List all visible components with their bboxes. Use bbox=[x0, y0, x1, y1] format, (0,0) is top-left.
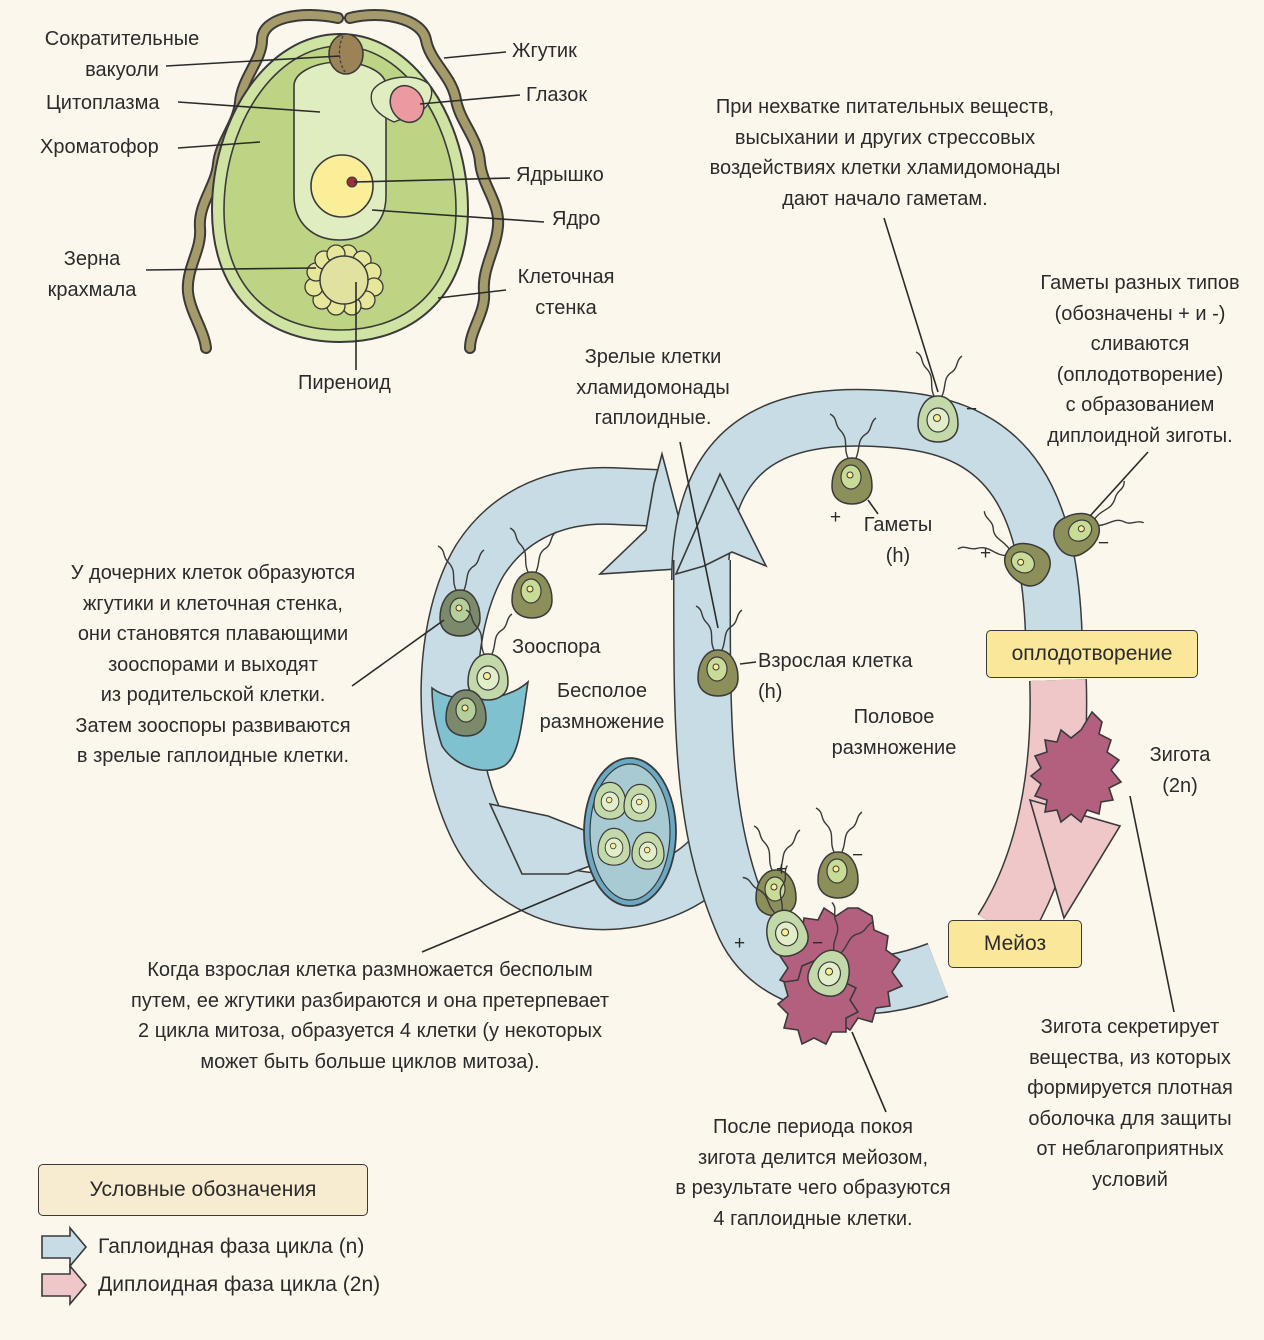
meiosis-minus-sign-1: − bbox=[852, 845, 864, 866]
note-mature-haploid: Зрелые клетки хламидомонады гаплоидные. bbox=[576, 346, 730, 429]
legend-title-box: Условные обозначения bbox=[38, 1164, 368, 1216]
note-zygote-meiosis: После периода покоя зигота делится мейоз… bbox=[675, 1116, 951, 1230]
label-nucleus: Ядро bbox=[552, 208, 601, 230]
label-cell-wall: Клеточная стенка bbox=[517, 266, 615, 319]
label-chromatophore: Хроматофор bbox=[40, 136, 159, 158]
note-gametes-fuse: Гаметы разных типов (обозначены + и -) с… bbox=[1040, 272, 1240, 447]
label-nucleolus: Ядрышко bbox=[516, 164, 604, 186]
fusing-plus-sign: + bbox=[980, 543, 992, 564]
label-zoospore: Зооспора bbox=[512, 636, 601, 658]
label-eyespot: Глазок bbox=[526, 84, 588, 106]
label-zygote: Зигота (2n) bbox=[1149, 744, 1211, 797]
meiosis-minus-sign-2: − bbox=[812, 933, 824, 954]
fusing-minus-sign: − bbox=[1098, 533, 1110, 554]
gamete-plus-sign: + bbox=[830, 507, 842, 528]
legend-haploid-phase: Гаплоидная фаза цикла (n) bbox=[98, 1235, 365, 1258]
label-flagellum: Жгутик bbox=[512, 40, 577, 62]
label-cytoplasm: Цитоплазма bbox=[46, 92, 160, 114]
legend-diploid-phase: Диплоидная фаза цикла (2n) bbox=[98, 1273, 381, 1296]
label-asexual-reproduction: Бесполое размножение bbox=[539, 680, 665, 733]
label-gametes: Гаметы (h) bbox=[863, 514, 933, 567]
label-starch-grains: Зерна крахмала bbox=[47, 248, 137, 301]
label-pyrenoid: Пиреноид bbox=[298, 372, 391, 394]
note-stress: При нехватке питательных веществ, высыха… bbox=[709, 96, 1061, 210]
note-daughter-cells: У дочерних клеток образуются жгутики и к… bbox=[70, 562, 356, 767]
label-adult-cell: Взрослая клетка (h) bbox=[758, 650, 913, 703]
note-zygote-wall: Зигота секретирует вещества, из которых … bbox=[1027, 1016, 1233, 1191]
label-sexual-reproduction: Половое размножение bbox=[831, 706, 957, 759]
meiosis-label-box: Мейоз bbox=[948, 920, 1082, 968]
meiosis-plus-sign-1: + bbox=[776, 859, 788, 880]
note-asexual-mitosis: Когда взрослая клетка размножается беспо… bbox=[130, 959, 610, 1073]
fertilization-label-box: оплодотворение bbox=[986, 630, 1198, 678]
cell-anatomy-illustration bbox=[181, 9, 505, 354]
gamete-minus-sign: − bbox=[966, 399, 978, 420]
meiosis-plus-sign-2: + bbox=[734, 933, 746, 954]
label-contractile-vacuoles: Сократительные вакуоли bbox=[44, 28, 200, 81]
